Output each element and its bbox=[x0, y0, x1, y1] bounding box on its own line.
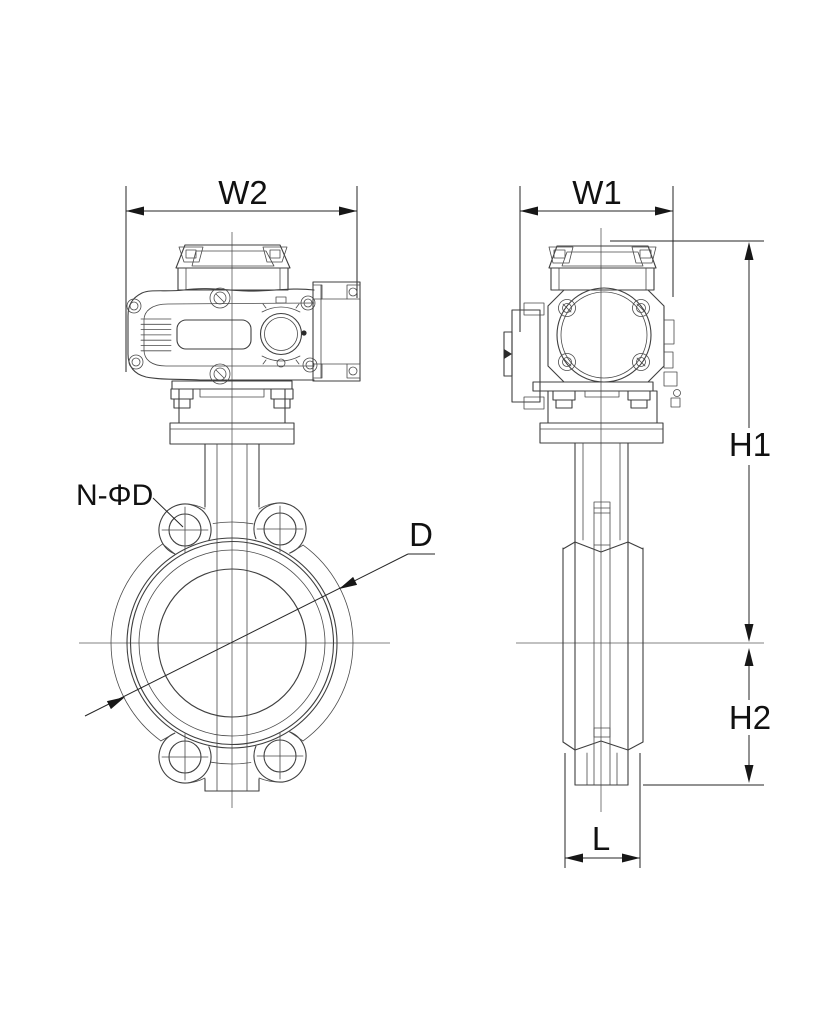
side-bracket bbox=[532, 381, 658, 424]
label-w1: W1 bbox=[572, 174, 622, 211]
front-flange bbox=[169, 422, 295, 445]
side-valve-body bbox=[562, 442, 644, 786]
dimension-w2: W2 bbox=[125, 174, 358, 372]
label-w2: W2 bbox=[218, 174, 268, 211]
selector-knob bbox=[259, 296, 307, 368]
callout-n-phi-d: N-ΦD bbox=[76, 479, 184, 528]
junction-box bbox=[312, 281, 361, 382]
front-valve-body bbox=[110, 443, 354, 792]
front-view: W2 bbox=[76, 174, 435, 808]
dimension-h2: H2 bbox=[643, 648, 771, 786]
label-l: L bbox=[592, 820, 610, 857]
label-h2: H2 bbox=[729, 699, 771, 736]
label-n-phi-d: N-ΦD bbox=[76, 479, 153, 512]
dimension-d: D bbox=[84, 516, 435, 717]
display-window bbox=[176, 319, 252, 350]
side-fittings bbox=[663, 319, 681, 408]
label-d: D bbox=[409, 516, 433, 553]
front-actuator bbox=[126, 244, 361, 445]
vent-grille-icon bbox=[140, 318, 172, 352]
dimension-h1: H1 bbox=[610, 240, 771, 642]
housing-screws bbox=[126, 287, 318, 385]
side-junction-box bbox=[503, 302, 545, 410]
dimension-l: L bbox=[564, 753, 641, 868]
side-flange bbox=[539, 422, 664, 444]
side-view: W1 bbox=[503, 174, 771, 868]
label-h1: H1 bbox=[729, 426, 771, 463]
side-centerlines bbox=[516, 228, 764, 812]
side-actuator bbox=[503, 245, 681, 444]
bolt-holes bbox=[161, 505, 304, 781]
motor-cover-screws bbox=[558, 299, 650, 371]
